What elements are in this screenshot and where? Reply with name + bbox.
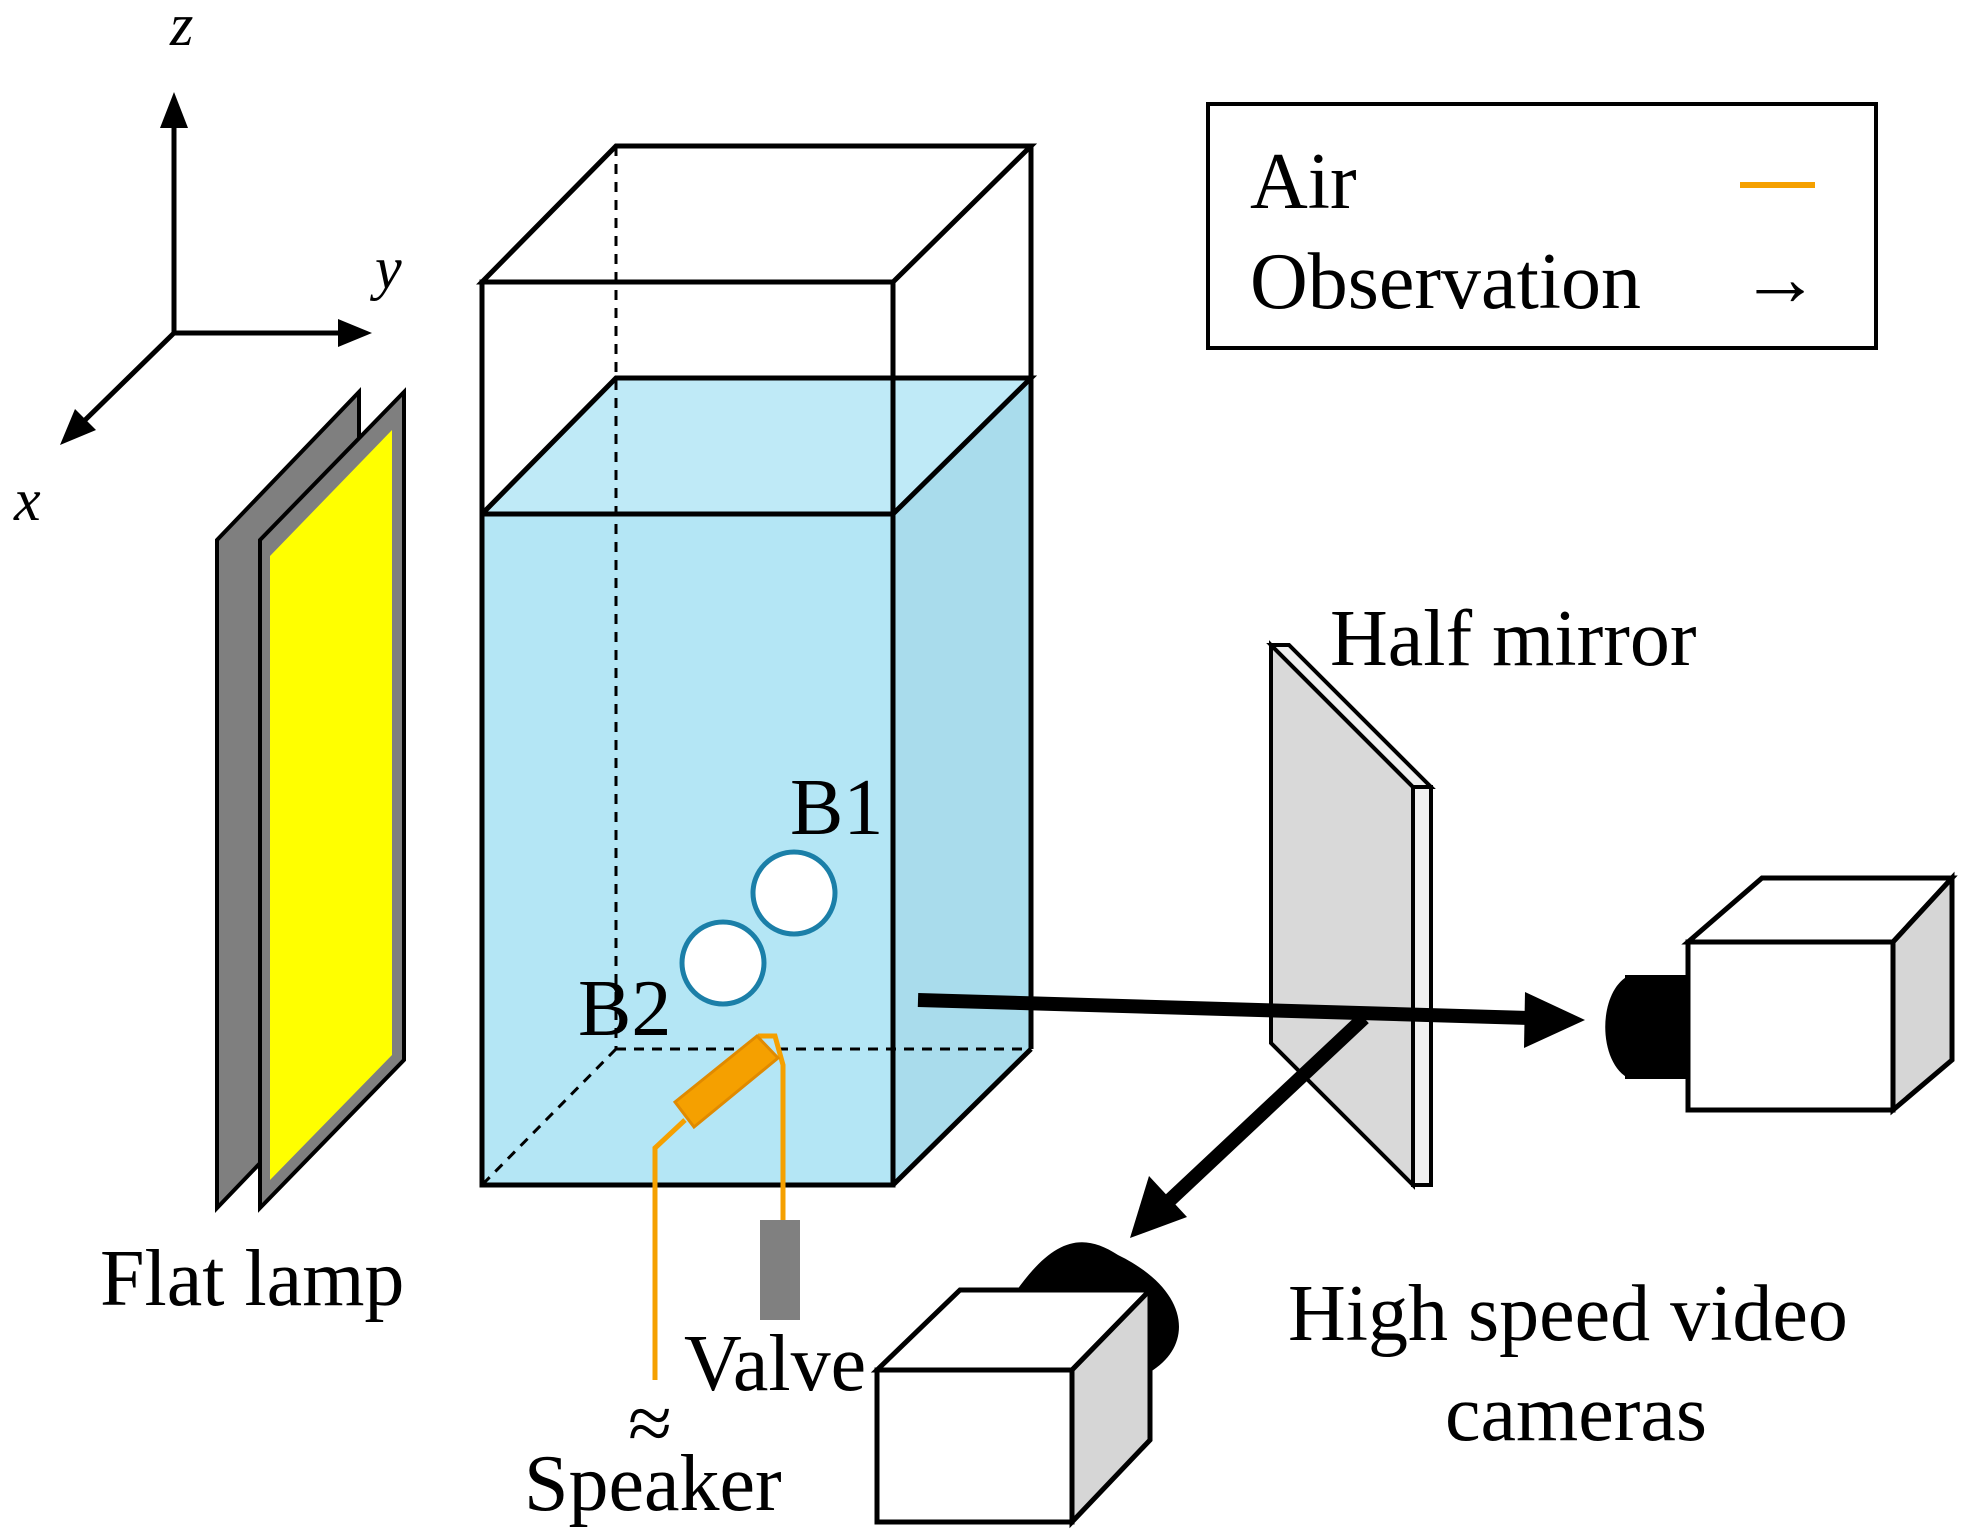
bubble-b1 <box>750 849 838 937</box>
water-side-face <box>893 378 1031 1185</box>
x-axis-arrowhead <box>60 409 96 445</box>
half-mirror <box>1266 640 1436 1190</box>
speaker-symbol: ≈ <box>628 1380 672 1468</box>
observation-path-reflected <box>1165 1012 1369 1206</box>
camera-bottom-front <box>874 1367 1075 1525</box>
camera-right-lens-barrel <box>1625 975 1695 1079</box>
x-axis-label: x <box>13 467 41 533</box>
air-supply <box>652 1033 800 1380</box>
tank-top-rim <box>476 143 1038 285</box>
flat-lamp-label: Flat lamp <box>100 1235 404 1323</box>
observation-path-reflected-arrowhead <box>1130 1176 1187 1238</box>
air-tube-to-valve <box>758 1033 786 1220</box>
water-front-face <box>482 514 893 1185</box>
tank-hidden-bottom-left <box>480 1047 618 1187</box>
observation-path-direct <box>917 993 1531 1025</box>
water-tank <box>476 143 1038 1188</box>
legend: Air Observation → <box>1206 102 1878 350</box>
legend-frame <box>1206 102 1878 350</box>
tank-front-face <box>479 279 896 1188</box>
valve <box>760 1220 800 1320</box>
camera-right-front <box>1685 939 1896 1113</box>
legend-observation-label: Observation <box>1250 238 1641 326</box>
tank-bottom-right-edge <box>891 1047 1033 1187</box>
flat-lamp <box>215 387 406 1213</box>
half-mirror-label: Half mirror <box>1330 595 1697 683</box>
cameras-label-line1: High speed video <box>1288 1270 1848 1358</box>
z-axis-arrowhead <box>160 92 188 128</box>
valve-label: Valve <box>684 1320 866 1408</box>
speaker-label: Speaker <box>524 1440 782 1528</box>
cameras-label-line2: cameras <box>1445 1370 1707 1458</box>
bubble-b2 <box>679 919 767 1007</box>
air-tube-to-speaker <box>652 1118 687 1380</box>
bubble-b1-label: B1 <box>790 764 883 852</box>
observation-paths <box>917 992 1585 1238</box>
coordinate-axes <box>60 92 372 445</box>
water-surface-back-edges <box>480 375 1038 516</box>
y-axis-label: y <box>369 235 402 301</box>
flat-lamp-light-panel <box>270 430 392 1180</box>
z-axis-label: z <box>169 0 193 58</box>
legend-air-label: Air <box>1250 138 1357 226</box>
camera-bottom <box>870 1242 1179 1529</box>
observation-path-direct-arrowhead <box>1524 992 1585 1048</box>
half-mirror-side <box>1411 785 1433 1187</box>
camera-right <box>1605 871 1958 1116</box>
bubble-b2-label: B2 <box>578 965 671 1053</box>
x-axis <box>78 331 176 427</box>
y-axis-arrowhead <box>338 319 372 347</box>
legend-observation-arrow: → <box>1740 235 1820 323</box>
air-nozzle <box>672 1033 781 1130</box>
half-mirror-panel <box>1269 640 1415 1190</box>
